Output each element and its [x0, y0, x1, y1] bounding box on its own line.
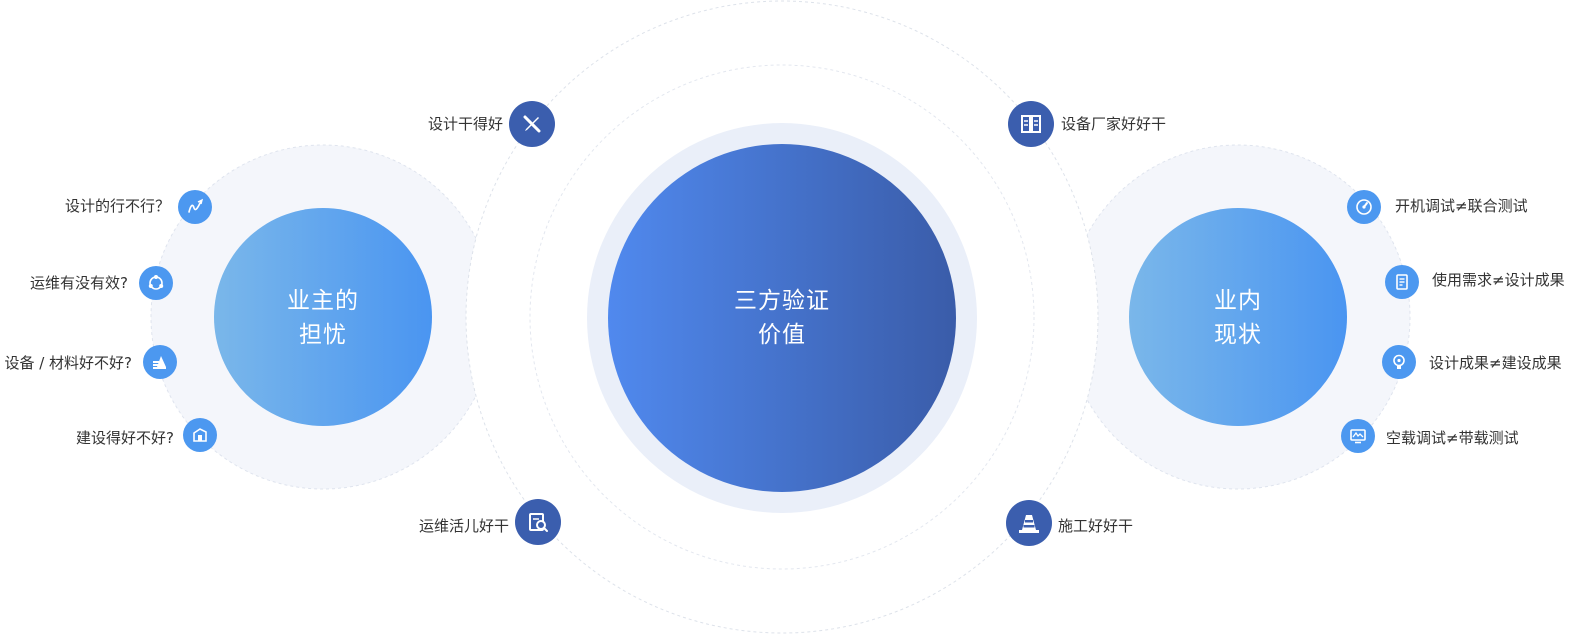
monitor-icon — [1341, 419, 1375, 453]
traffic-cone-icon — [1006, 500, 1052, 546]
building-icon — [183, 418, 217, 452]
right-circle — [1129, 208, 1347, 426]
outer-item-label-construction: 施工好好干 — [1058, 517, 1134, 535]
outer-item-label-operations: 运维活儿好干 — [418, 517, 509, 535]
left-circle-title: 业主的 担忧 — [243, 284, 403, 352]
left-circle-line1: 业主的 — [287, 288, 359, 314]
left-circle-line2: 担忧 — [299, 322, 347, 348]
right-circle-title: 业内 现状 — [1158, 284, 1318, 352]
bulb-icon — [1382, 345, 1416, 379]
center-title-line1: 三方验证 — [734, 288, 830, 314]
materials-icon — [143, 345, 177, 379]
right-circle-line2: 现状 — [1214, 322, 1262, 348]
right-item-label-load-test: 空载调试≠带载测试 — [1386, 429, 1519, 447]
gauge-icon — [1347, 190, 1381, 224]
recycle-icon — [139, 266, 173, 300]
right-item-label-design-result: 设计成果≠建设成果 — [1429, 354, 1562, 372]
left-item-label-materials: 设备 / 材料好不好? — [4, 354, 132, 372]
center-title-line2: 价值 — [758, 322, 806, 348]
right-item-label-commissioning: 开机调试≠联合测试 — [1395, 197, 1528, 215]
inner-ring — [529, 64, 1035, 570]
cabinet-icon — [1008, 101, 1054, 147]
right-circle-line1: 业内 — [1214, 288, 1262, 314]
outer-item-label-equipment: 设备厂家好好干 — [1061, 115, 1167, 133]
center-title: 三方验证 价值 — [682, 284, 882, 352]
search-document-icon — [515, 499, 561, 545]
pen-icon — [178, 190, 212, 224]
left-item-label-construction: 建设得好不好? — [76, 429, 174, 447]
left-item-label-design: 设计的行不行？ — [64, 197, 170, 215]
left-circle — [214, 208, 432, 426]
right-item-label-requirements: 使用需求≠设计成果 — [1432, 271, 1565, 289]
center-circle — [608, 144, 956, 492]
left-item-label-operations: 运维有没有效? — [30, 274, 128, 292]
outer-item-label-design: 设计干得好 — [427, 115, 503, 133]
document-icon — [1385, 265, 1419, 299]
pen-ruler-icon — [509, 101, 555, 147]
